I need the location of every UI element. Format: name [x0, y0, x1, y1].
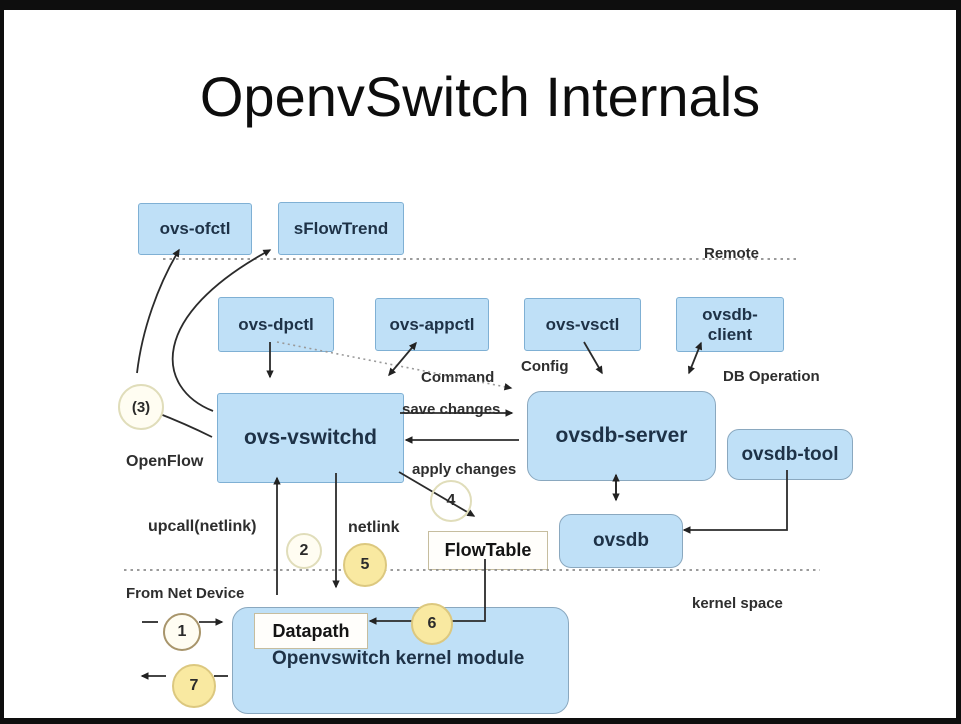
box-ovs-ofctl: ovs-ofctl — [138, 203, 252, 255]
upcall-netlink-edge-label: upcall(netlink) — [148, 518, 257, 535]
box-ovsdb-server-label: ovsdb-server — [555, 424, 688, 448]
box-sflowtrend-label: sFlowTrend — [293, 218, 389, 238]
slide-canvas: OpenvSwitch Internals ovs-ofctl sFlowTre… — [4, 10, 956, 718]
box-ovs-vswitchd-label: ovs-vswitchd — [243, 426, 378, 450]
box-ovs-ofctl-label: ovs-ofctl — [159, 219, 231, 239]
kernel-module-label: Openvswitch kernel module — [272, 648, 525, 669]
box-flowtable: FlowTable — [428, 531, 548, 570]
box-ovs-dpctl: ovs-dpctl — [218, 297, 334, 352]
box-datapath-label: Datapath — [272, 620, 350, 641]
openflow-edge-label: OpenFlow — [126, 453, 204, 470]
box-ovs-appctl-label: ovs-appctl — [389, 314, 475, 334]
db-operation-edge-label: DB Operation — [723, 368, 820, 385]
apply-changes-edge-label: apply changes — [412, 461, 517, 478]
command-edge-label: Command — [421, 369, 495, 386]
box-ovsdb-label: ovsdb — [593, 530, 649, 552]
step-1-marker: 1 — [163, 613, 201, 651]
box-ovs-vswitchd: ovs-vswitchd — [217, 393, 404, 483]
box-ovs-dpctl-label: ovs-dpctl — [238, 314, 314, 334]
save-changes-edge-label: save changes — [402, 401, 501, 418]
kernel-space-region-label: kernel space — [692, 595, 783, 612]
remote-region-label: Remote — [704, 245, 760, 262]
box-ovsdb-tool-label: ovsdb-tool — [741, 443, 839, 465]
box-datapath: Datapath — [254, 613, 368, 649]
box-ovsdb-tool: ovsdb-tool — [727, 429, 853, 480]
step-3-marker: (3) — [118, 384, 164, 430]
box-ovsdb-client: ovsdb-client — [676, 297, 784, 352]
page-title: OpenvSwitch Internals — [199, 65, 761, 128]
box-ovs-appctl: ovs-appctl — [375, 298, 489, 351]
box-flowtable-label: FlowTable — [444, 540, 532, 560]
step-4-marker: 4 — [430, 480, 472, 522]
step-6-marker: 6 — [411, 603, 453, 645]
step-2-marker: 2 — [286, 533, 322, 569]
box-ovsdb-server: ovsdb-server — [527, 391, 716, 481]
netlink-edge-label: netlink — [348, 519, 400, 536]
box-ovsdb-client-label: ovsdb-client — [702, 305, 758, 344]
box-sflowtrend: sFlowTrend — [278, 202, 404, 255]
box-ovs-vsctl-label: ovs-vsctl — [545, 314, 620, 334]
box-ovsdb: ovsdb — [559, 514, 683, 568]
step-7-marker: 7 — [172, 664, 216, 708]
config-edge-label: Config — [521, 358, 569, 375]
from-net-device-label: From Net Device — [126, 585, 245, 602]
step-5-marker: 5 — [343, 543, 387, 587]
box-ovs-vsctl: ovs-vsctl — [524, 298, 641, 351]
